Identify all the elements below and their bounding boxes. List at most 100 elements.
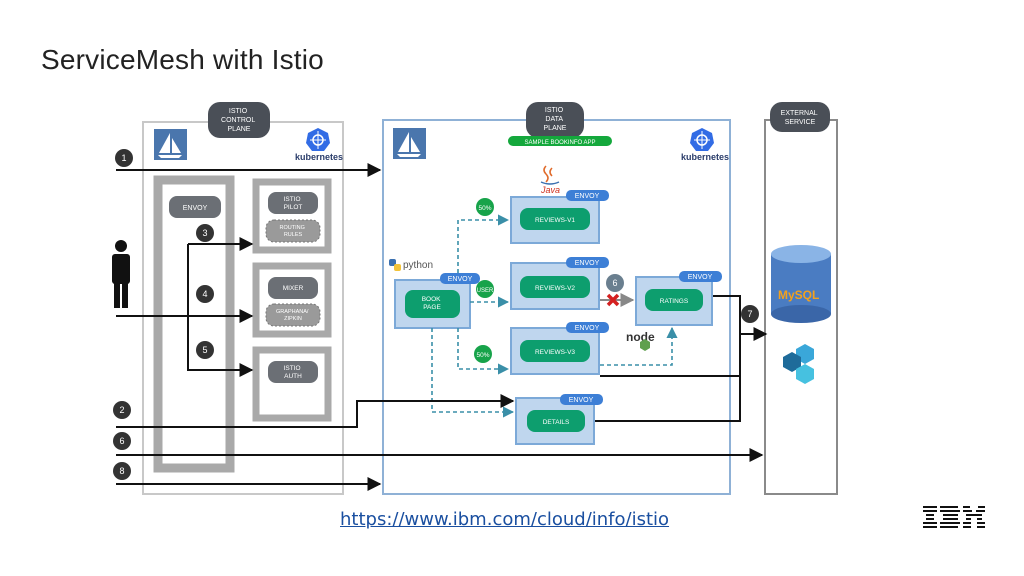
control-plane-header xyxy=(208,102,270,138)
java-logo-icon xyxy=(540,165,560,185)
badge-5: 5 xyxy=(196,341,214,359)
details-label: DETAILS xyxy=(543,419,570,426)
mixer-frame xyxy=(252,262,332,338)
envoy-column xyxy=(153,175,235,473)
istio-logo-icon xyxy=(393,128,426,159)
reviews-v1-label: REVIEWS-V1 xyxy=(535,217,575,224)
reviews-v2-box xyxy=(520,276,590,298)
badge-7: 7 xyxy=(741,305,759,323)
bookpage-envoy-tag xyxy=(440,273,480,284)
python-logo-icon xyxy=(389,259,401,271)
node-label: node xyxy=(626,330,655,344)
reviews-v3-envoy-label: ENVOY xyxy=(575,325,600,332)
ratings-label: RATINGS xyxy=(660,298,689,305)
data-plane-header xyxy=(526,102,584,138)
node-hex-icon xyxy=(640,339,650,351)
badge-3: 3 xyxy=(196,224,214,242)
svg-text:7: 7 xyxy=(747,309,752,319)
svg-text:4: 4 xyxy=(202,289,207,299)
badge-1: 1 xyxy=(115,149,133,167)
page-title: ServiceMesh with Istio xyxy=(41,44,324,75)
reviews-v2-envoy-label: ENVOY xyxy=(575,260,600,267)
bookpage-box xyxy=(405,290,460,318)
svg-text:EXTERNAL SERVICE: EXTERNAL SERVICE xyxy=(781,110,820,126)
svg-text:GRAPHANA/ ZIPKIN: GRAPHANA/ ZIPKIN xyxy=(276,309,310,322)
user-badge xyxy=(476,280,494,298)
reviews-v2-envoy-tag xyxy=(566,257,609,268)
pilot-line1: ISTIO xyxy=(284,196,301,203)
svg-text:2: 2 xyxy=(119,405,124,415)
svg-text:ISTIO DATA PLANE: ISTIO DATA PLANE xyxy=(544,107,567,132)
reviews-v3-label: REVIEWS-V3 xyxy=(535,349,575,356)
arrow-bookpage-details xyxy=(431,328,515,418)
reviews-v1-box xyxy=(520,208,590,230)
control-plane-header-line2: CONTROL xyxy=(221,117,255,124)
bookinfo-banner-label: SAMPLE BOOKINFO APP xyxy=(524,140,595,146)
mysql-label: MySQL xyxy=(778,288,819,302)
bookinfo-banner xyxy=(508,136,612,146)
reviews-v2-label: REVIEWS-V2 xyxy=(535,285,575,292)
grafana-line2: ZIPKIN xyxy=(284,316,302,322)
mixer-label: MIXER xyxy=(283,285,304,292)
auth-line2: AUTH xyxy=(284,373,302,380)
flow-auth-arrow xyxy=(187,244,254,377)
svg-text:5: 5 xyxy=(202,345,207,355)
pct-v3-label: 50% xyxy=(476,352,489,359)
bookpage-line2: PAGE xyxy=(423,304,441,311)
bookpage-line1: BOOK xyxy=(422,296,441,303)
flow-reviews-v3-external xyxy=(600,334,741,377)
user-tag-label: USER xyxy=(477,288,494,294)
data-plane-header-line1: ISTIO xyxy=(545,107,564,114)
java-label: Java xyxy=(540,185,560,195)
auth-line1: ISTIO xyxy=(284,365,301,372)
arrow-bookpage-reviews-v1 xyxy=(457,214,510,273)
flow-details-external xyxy=(595,376,741,422)
svg-text:ISTIO AUTH: ISTIO AUTH xyxy=(284,365,303,380)
routing-rules-line2: RULES xyxy=(284,232,303,238)
reviews-v1-envoy-label: ENVOY xyxy=(575,193,600,200)
envoy-label-control: ENVOY xyxy=(183,205,208,212)
badge-4: 4 xyxy=(196,285,214,303)
python-label: python xyxy=(403,260,433,271)
details-envoy-tag xyxy=(560,394,603,405)
svg-text:6: 6 xyxy=(119,436,124,446)
reviews-v3-box xyxy=(520,340,590,362)
grafana-zipkin-box xyxy=(265,303,321,327)
pilot-line2: PILOT xyxy=(284,204,303,211)
istio-info-link[interactable]: https://www.ibm.com/cloud/info/istio xyxy=(340,509,670,530)
control-plane-header-line1: ISTIO xyxy=(229,108,248,115)
badge-6: 6 xyxy=(113,432,131,450)
details-envoy-label: ENVOY xyxy=(569,397,594,404)
pilot-box xyxy=(268,192,318,214)
mysql-database-icon xyxy=(771,245,831,323)
svg-text:6: 6 xyxy=(612,278,617,288)
flow-2-arrow xyxy=(116,394,515,428)
svg-text:ISTIO PILOT: ISTIO PILOT xyxy=(284,196,303,211)
cloud-service-hex-icon xyxy=(783,344,814,384)
control-plane-header-line3: PLANE xyxy=(228,126,251,133)
external-header-line1: EXTERNAL xyxy=(781,110,818,117)
ibm-logo-icon xyxy=(923,506,985,528)
pct-v1-label: 50% xyxy=(478,205,491,212)
user-person-icon xyxy=(112,240,130,308)
pct-v1-badge xyxy=(476,198,494,216)
svg-text:1: 1 xyxy=(121,153,126,163)
svg-text:8: 8 xyxy=(119,466,124,476)
arrow-reviews-v3-ratings xyxy=(600,326,678,366)
bookpage-envoy-label: ENVOY xyxy=(448,276,473,283)
reviews-v1-envoy-tag xyxy=(566,190,609,201)
svg-text:ISTIO CONTROL PLANE: ISTIO CONTROL PLANE xyxy=(221,108,257,133)
ratings-envoy-label: ENVOY xyxy=(688,274,713,281)
grafana-line1: GRAPHANA/ xyxy=(276,309,309,315)
data-plane-header-line3: PLANE xyxy=(544,125,567,132)
svg-text:BOOK PAGE: BOOK PAGE xyxy=(422,296,443,311)
kubernetes-logo-icon xyxy=(306,128,330,151)
blocked-x-icon xyxy=(606,293,620,307)
ratings-box xyxy=(645,289,703,311)
auth-frame xyxy=(252,346,332,422)
data-plane-header-line2: DATA xyxy=(545,116,563,123)
pilot-frame xyxy=(252,178,332,254)
external-service-header xyxy=(770,102,830,132)
kubernetes-label-data: kubernetes xyxy=(681,152,729,162)
